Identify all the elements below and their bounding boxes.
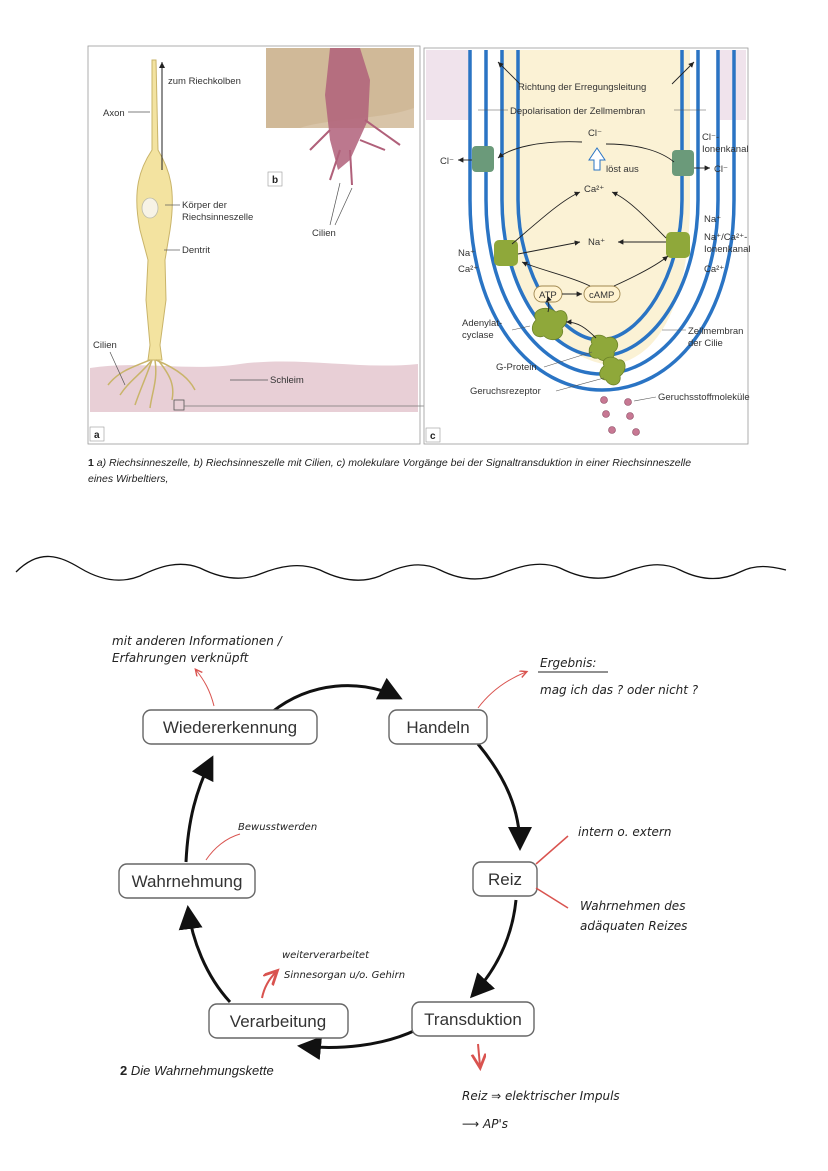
label-ca-left: Ca²⁺	[458, 264, 478, 275]
label-cilia-a: Cilien	[93, 340, 117, 351]
figure2-caption: 2 Die Wahrnehmungskette	[120, 1063, 274, 1078]
note-recognition-2: Erfahrungen verknüpft	[112, 651, 250, 665]
note-adequate-2: adäquaten Reizes	[580, 919, 687, 933]
label-cilia-b: Cilien	[312, 228, 336, 239]
label-na-mid: Na⁺	[588, 237, 605, 248]
label-cl-top: Cl⁻	[588, 128, 602, 139]
label-body-2: Riechsinneszelle	[182, 212, 253, 223]
note-processed-1: weiterverarbeitet	[282, 950, 370, 961]
g-protein	[588, 334, 619, 362]
label-adenylat-1: Adenylat-	[462, 318, 502, 329]
label-membrane-1: Zellmembran	[688, 326, 743, 337]
box-perception-label: Wahrnehmung	[132, 872, 243, 891]
label-dendrite: Dentrit	[182, 245, 210, 256]
wavy-separator	[15, 555, 787, 581]
figure1-caption-line1: 1 a) Riechsinneszelle, b) Riechsinneszel…	[88, 457, 691, 469]
na-channel-right	[666, 232, 690, 258]
label-odorant: Geruchsstoffmoleküle	[658, 392, 750, 403]
note-internal: intern o. extern	[578, 825, 671, 839]
label-to-bulb: zum Riechkolben	[168, 76, 241, 87]
cl-channel-left	[472, 146, 494, 172]
label-depolarisation: Depolarisation der Zellmembran	[510, 106, 645, 117]
box-action	[388, 709, 488, 745]
label-ca-mid: Ca²⁺	[584, 184, 604, 195]
label-camp: cAMP	[589, 290, 614, 301]
label-axon: Axon	[103, 108, 125, 119]
box-stimulus	[472, 861, 538, 897]
label-na-channel-1: Na⁺/Ca²⁺-	[704, 232, 747, 243]
cilia-lines	[107, 359, 196, 409]
label-mucus: Schleim	[270, 375, 304, 386]
label-cl-channel-2: Ionenkanal	[702, 144, 748, 155]
odorant-molecules	[600, 396, 640, 436]
cell-nucleus	[141, 197, 159, 219]
label-cl-right: Cl⁻	[714, 164, 728, 175]
label-na-right-top: Na⁺	[704, 214, 721, 225]
note-ap: ⟶ AP's	[462, 1117, 508, 1131]
note-result-title: Ergebnis:	[540, 656, 596, 670]
box-perception	[118, 863, 256, 899]
box-processing	[208, 1003, 349, 1039]
note-result-text: mag ich das ? oder nicht ?	[540, 683, 699, 697]
label-triggers: löst aus	[606, 164, 639, 175]
perception-cycle: Wiedererkennung Handeln Reiz Transduktio…	[118, 677, 538, 1078]
note-recognition-1: mit anderen Informationen /	[112, 634, 284, 648]
tag-b: b	[272, 175, 278, 186]
panel-a: zum Riechkolben Axon Körper der Riechsin…	[87, 45, 426, 445]
micrograph-cell	[325, 48, 370, 170]
label-atp: ATP	[539, 290, 557, 301]
box-recognition	[142, 709, 318, 745]
box-recognition-label: Wiedererkennung	[163, 718, 297, 737]
label-na-channel-2: Ionenkanal	[704, 244, 750, 255]
camp-pill	[583, 285, 621, 303]
label-adenylat-2: cyclase	[462, 330, 494, 341]
box-stimulus-label: Reiz	[488, 870, 522, 889]
label-cl-channel-1: Cl⁻-	[702, 132, 719, 143]
box-action-label: Handeln	[406, 718, 469, 737]
label-body-1: Körper der	[182, 200, 227, 211]
mucus-layer	[90, 361, 418, 412]
panel-b: b Cilien	[266, 48, 414, 239]
na-channel-left	[494, 240, 518, 266]
label-g-protein: G-Protein	[496, 362, 537, 373]
label-na-left: Na⁺	[458, 248, 475, 259]
panel-c: Richtung der Erregungsleitung Depolarisa…	[423, 47, 750, 445]
tag-c: c	[430, 431, 436, 442]
note-awareness: Bewusstwerden	[238, 822, 317, 833]
label-ca-right: Ca²⁺	[704, 264, 724, 275]
note-processed-2: Sinnesorgan u/o. Gehirn	[284, 970, 405, 981]
odorant-receptor	[599, 356, 626, 386]
label-cl-left: Cl⁻	[440, 156, 454, 167]
adenylate-cyclase	[531, 307, 568, 341]
figure1-caption-line2: eines Wirbeltiers,	[88, 473, 168, 485]
handwritten-notes: mit anderen Informationen / Erfahrungen …	[112, 634, 699, 1131]
cl-channel-right	[672, 150, 694, 176]
label-receptor: Geruchsrezeptor	[470, 386, 541, 397]
label-direction: Richtung der Erregungsleitung	[518, 82, 646, 93]
box-processing-label: Verarbeitung	[230, 1012, 326, 1031]
note-impulse: Reiz ⇒ elektrischer Impuls	[462, 1089, 620, 1103]
box-transduction-label: Transduktion	[424, 1010, 522, 1029]
note-adequate-1: Wahrnehmen des	[580, 899, 685, 913]
box-transduction	[411, 1001, 535, 1037]
tag-a: a	[94, 430, 100, 441]
micrograph-cilia	[309, 119, 401, 186]
triggers-arrow	[588, 147, 606, 171]
label-membrane-2: der Cilie	[688, 338, 723, 349]
